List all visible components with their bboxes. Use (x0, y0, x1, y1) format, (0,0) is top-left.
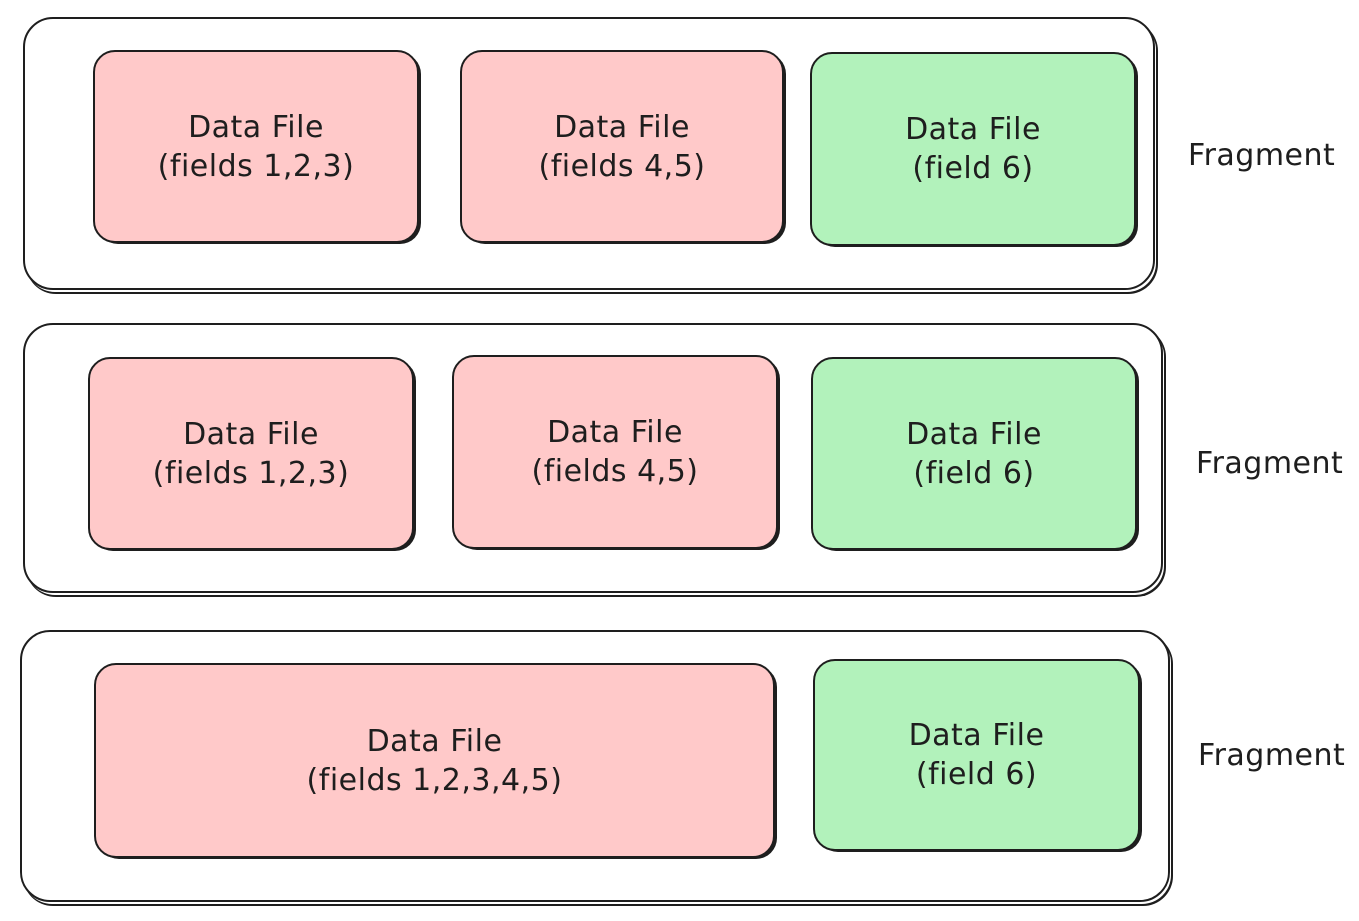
data-file-fields: (fields 1,2,3,4,5) (306, 762, 563, 798)
data-file-box: Data File (fields 4,5) (452, 355, 778, 549)
data-file-title: Data File (188, 109, 324, 145)
fragment-label: Fragment (1196, 446, 1344, 481)
fragment-label: Fragment (1198, 738, 1346, 773)
data-file-fields: (field 6) (915, 757, 1038, 792)
data-file-fields: (field 6) (912, 151, 1034, 186)
data-file-fields: (fields 1,2,3) (157, 148, 355, 184)
data-file-fields: (fields 1,2,3) (152, 455, 350, 491)
data-file-box: Data File (fields 1,2,3,4,5) (94, 663, 775, 858)
data-file-box: Data File (field 6) (810, 52, 1136, 246)
data-file-box: Data File (fields 1,2,3) (93, 50, 419, 243)
data-file-title: Data File (905, 112, 1041, 147)
fragment-label: Fragment (1188, 138, 1336, 173)
data-file-fields: (fields 4,5) (538, 148, 706, 184)
data-file-fields: (field 6) (913, 455, 1035, 491)
data-file-title: Data File (906, 416, 1042, 452)
data-file-title: Data File (183, 416, 319, 452)
data-file-fields: (fields 4,5) (531, 454, 699, 489)
data-file-box: Data File (fields 1,2,3) (88, 357, 414, 550)
data-file-title: Data File (554, 109, 690, 145)
data-file-title: Data File (547, 415, 683, 450)
data-file-title: Data File (908, 718, 1045, 753)
data-file-title: Data File (366, 723, 503, 759)
data-file-box: Data File (field 6) (811, 357, 1137, 550)
data-file-box: Data File (fields 4,5) (460, 50, 784, 243)
data-file-box: Data File (field 6) (813, 659, 1140, 851)
